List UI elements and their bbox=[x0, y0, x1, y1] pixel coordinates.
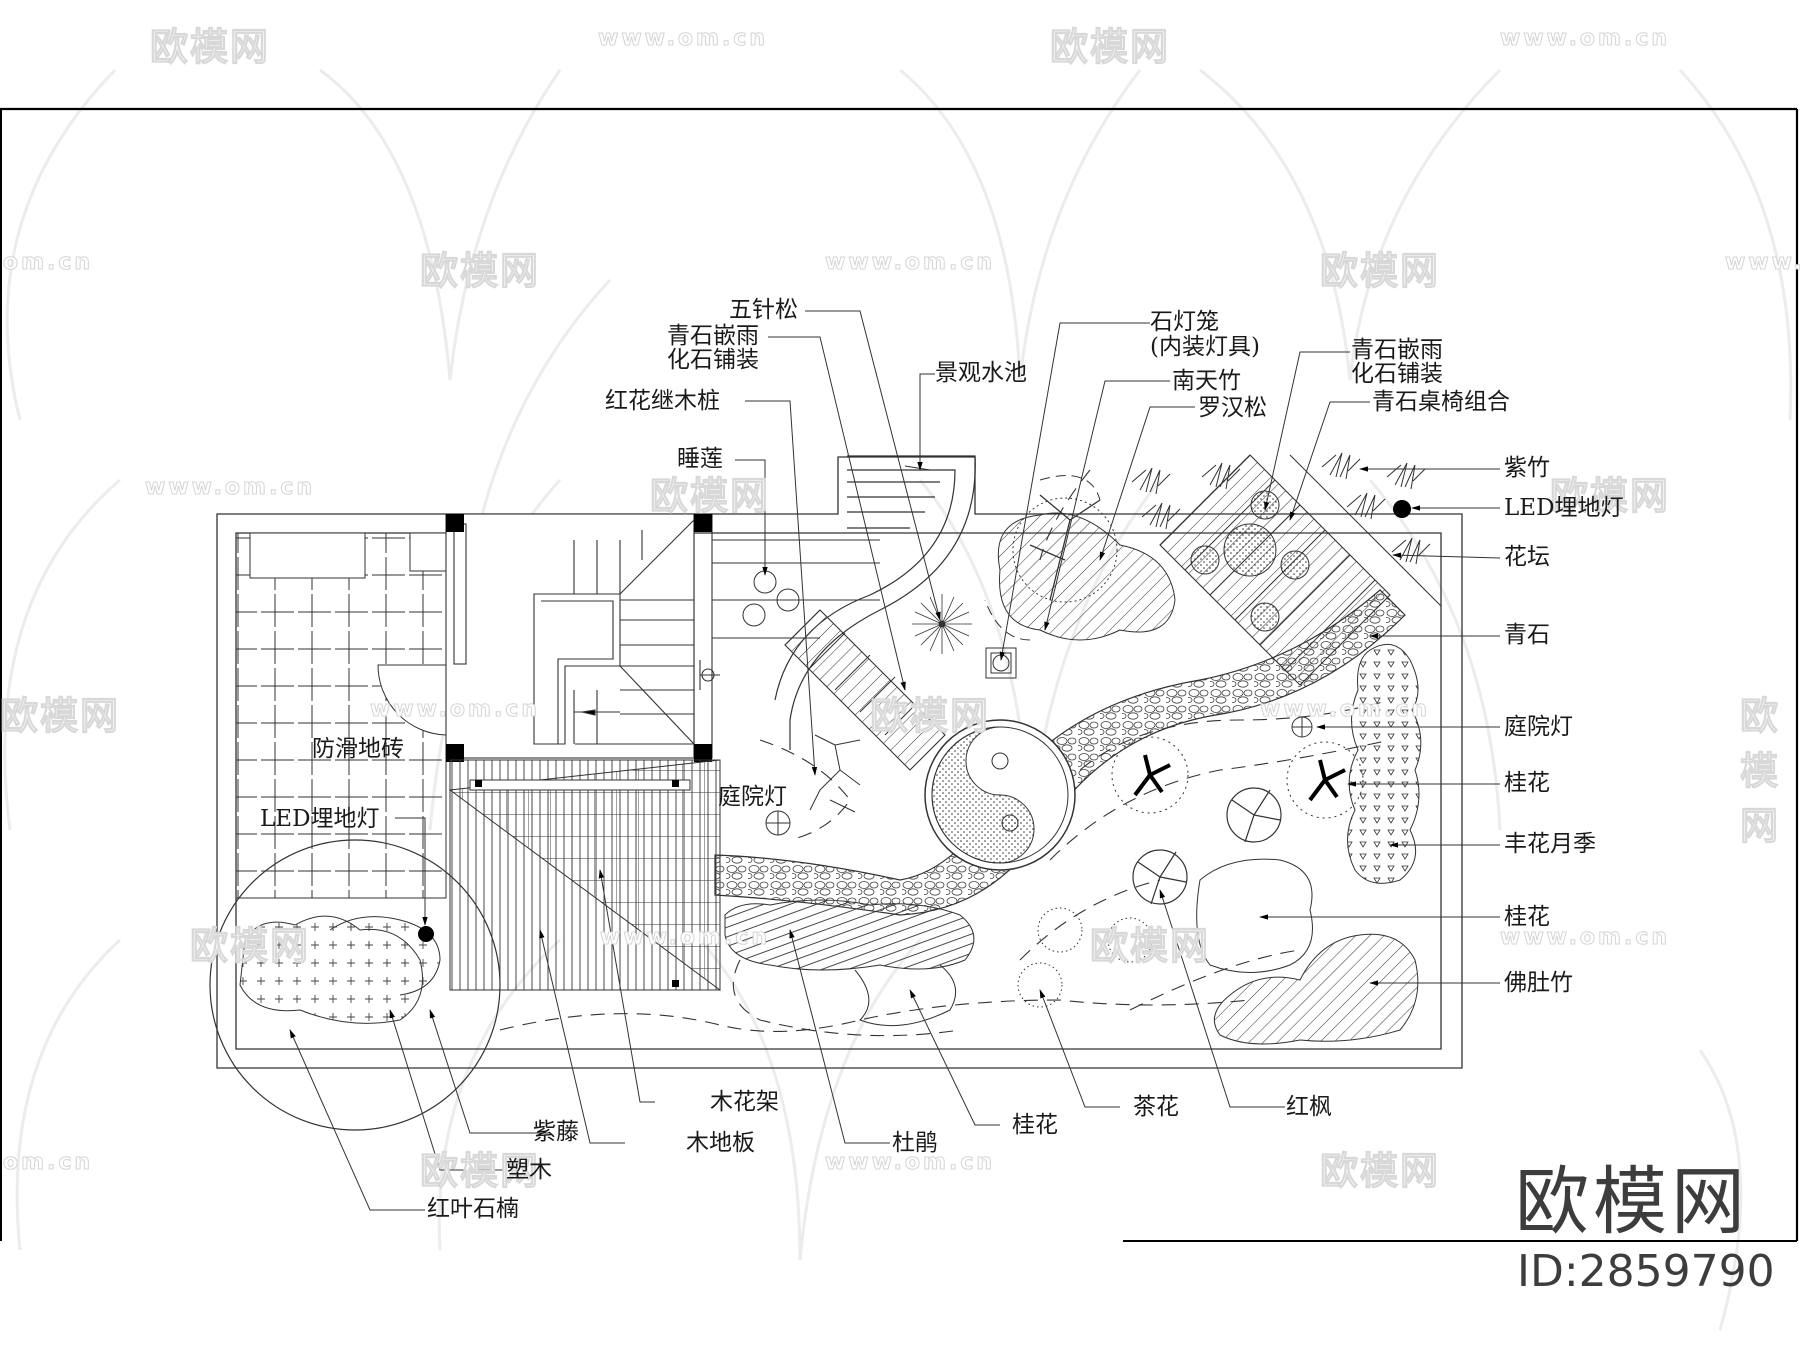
label-bluestone-paving-2-line1: 青石嵌雨 bbox=[1351, 337, 1443, 363]
label-floribunda-rose: 丰花月季 bbox=[1504, 831, 1596, 857]
landscape-pond bbox=[774, 455, 976, 750]
garden-lamp-right-symbol bbox=[1291, 716, 1313, 738]
brand-id-text: ID:2859790 bbox=[1517, 1246, 1775, 1297]
garden-lamp-center-symbol bbox=[765, 810, 791, 836]
five-needle-pine-symbol bbox=[912, 594, 972, 654]
label-stone-lantern-note: (内装灯具) bbox=[1150, 334, 1260, 360]
yin-yang-feature bbox=[924, 719, 1076, 871]
buddha-belly-bamboo bbox=[1213, 933, 1419, 1045]
label-topiary: 塑木 bbox=[506, 1157, 552, 1183]
osmanthus-tree-2 bbox=[1286, 741, 1364, 819]
label-stone-lantern: 石灯笼 bbox=[1150, 309, 1219, 335]
label-photinia: 红叶石楠 bbox=[427, 1196, 519, 1222]
led-light-icon bbox=[1393, 500, 1411, 518]
label-stone-table-set: 青石桌椅组合 bbox=[1372, 389, 1510, 415]
camellia-shrubs bbox=[1017, 907, 1153, 1008]
label-water-lily: 睡莲 bbox=[677, 446, 723, 472]
label-bluestone: 青石 bbox=[1504, 622, 1550, 648]
label-led-light-right: LED埋地灯 bbox=[1504, 495, 1624, 521]
label-flower-bed: 花坛 bbox=[1504, 544, 1550, 570]
stone-table-paving bbox=[1159, 454, 1442, 686]
label-wood-floor: 木地板 bbox=[686, 1130, 755, 1156]
diagonal-paving-left bbox=[784, 609, 946, 771]
label-osmanthus-2: 桂花 bbox=[1504, 904, 1550, 930]
label-garden-lamp-right: 庭院灯 bbox=[1504, 714, 1573, 740]
label-red-maple: 红枫 bbox=[1286, 1094, 1332, 1120]
leader-lines bbox=[289, 310, 1501, 1211]
loropetalum-stump bbox=[809, 734, 861, 813]
label-podocarpus: 罗汉松 bbox=[1198, 395, 1267, 421]
building-columns bbox=[446, 514, 712, 762]
rose-hedge bbox=[1347, 643, 1422, 884]
label-bluestone-paving-1-line1: 青石嵌雨 bbox=[667, 323, 759, 349]
purple-bamboo-cluster bbox=[1131, 452, 1431, 565]
red-maple-trees bbox=[1132, 787, 1282, 905]
label-camellia: 茶花 bbox=[1133, 1094, 1179, 1120]
osmanthus-tree-1 bbox=[1111, 736, 1189, 814]
drawing-frame bbox=[0, 107, 1799, 1242]
label-nandina: 南天竹 bbox=[1172, 368, 1241, 394]
label-led-light-left: LED埋地灯 bbox=[260, 806, 380, 832]
label-osmanthus-1: 桂花 bbox=[1504, 770, 1550, 796]
label-purple-bamboo: 紫竹 bbox=[1504, 455, 1550, 481]
label-anti-slip-tile: 防滑地砖 bbox=[312, 736, 404, 762]
water-lily-symbols bbox=[742, 570, 800, 627]
wood-trellis-deck bbox=[448, 759, 721, 991]
anti-slip-tile-area bbox=[235, 532, 447, 899]
label-loropetalum-stump: 红花继木桩 bbox=[605, 388, 720, 414]
label-bluestone-paving-1-line2: 化石铺装 bbox=[667, 347, 759, 373]
label-wisteria: 紫藤 bbox=[533, 1119, 579, 1145]
label-landscape-pond: 景观水池 bbox=[935, 360, 1027, 386]
stone-lantern-symbol bbox=[985, 647, 1017, 679]
label-bluestone-paving-2-line2: 化石铺装 bbox=[1351, 361, 1443, 387]
building-stairs bbox=[445, 513, 880, 759]
label-five-needle-pine: 五针松 bbox=[729, 297, 798, 323]
label-azalea: 杜鹃 bbox=[892, 1130, 938, 1156]
label-buddha-belly-bamboo: 佛肚竹 bbox=[1504, 970, 1573, 996]
brand-logo-text: 欧模网 bbox=[1515, 1159, 1749, 1245]
lawn-edges bbox=[499, 469, 1391, 1037]
label-osmanthus-3: 桂花 bbox=[1012, 1112, 1058, 1138]
nandina-podocarpus-canopy bbox=[984, 475, 1176, 641]
label-garden-lamp-center: 庭院灯 bbox=[718, 784, 787, 810]
photinia-topiary-wisteria bbox=[209, 839, 501, 1131]
osmanthus-shrub-outline bbox=[1196, 858, 1313, 973]
label-wood-trellis: 木花架 bbox=[710, 1089, 779, 1115]
azalea-band bbox=[724, 899, 975, 1027]
